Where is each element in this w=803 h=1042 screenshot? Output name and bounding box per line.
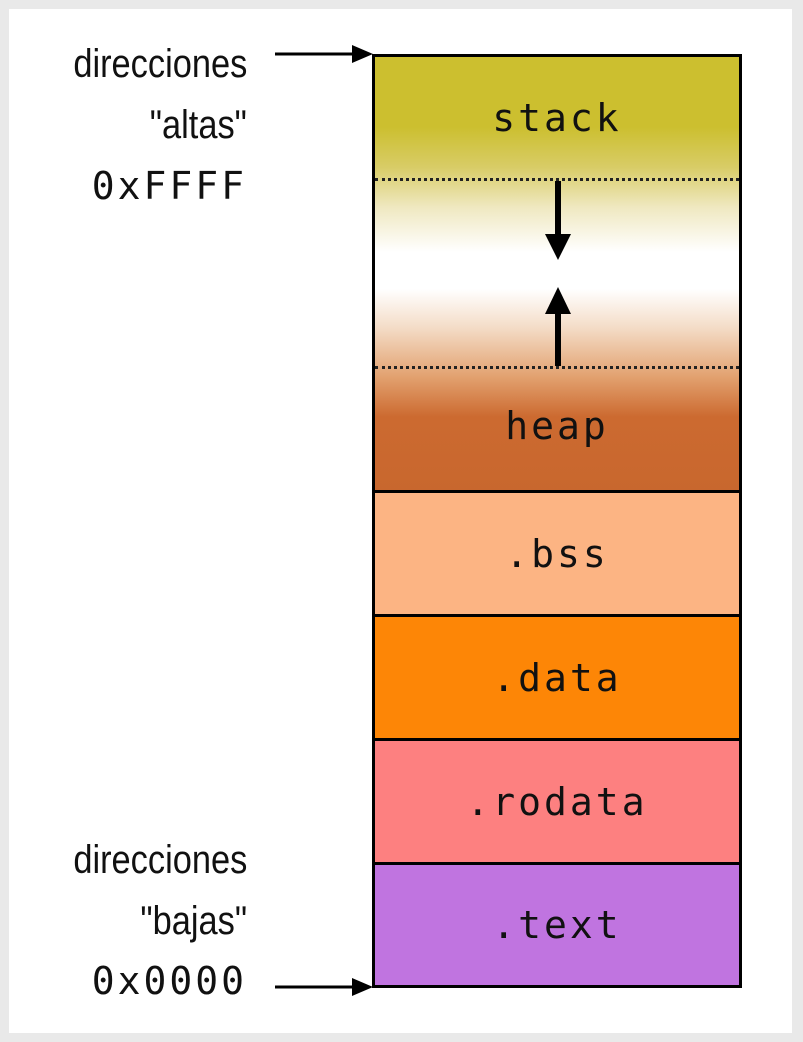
stack-label: stack: [492, 96, 622, 140]
text-segment: .text: [372, 862, 742, 988]
stack-heap-region: [372, 54, 742, 492]
rodata-segment: .rodata: [372, 738, 742, 865]
heap-boundary-line: [375, 366, 739, 369]
high-address-value: 0xFFFF: [91, 164, 247, 208]
data-segment: .data: [372, 614, 742, 741]
bss-label: .bss: [505, 531, 609, 576]
heap-segment: heap: [375, 404, 739, 448]
high-addresses-label-line2: "altas": [149, 103, 247, 147]
heap-growth-up-arrow: [545, 287, 571, 366]
stack-segment: stack: [375, 96, 739, 140]
low-address-pointer-arrow: [275, 978, 373, 996]
heap-label: heap: [505, 404, 609, 448]
high-address-pointer-arrow: [275, 45, 373, 63]
data-label: .data: [492, 655, 622, 700]
low-addresses-label-line2: "bajas": [140, 899, 247, 943]
text-label: .text: [492, 903, 622, 947]
stack-boundary-line: [375, 178, 739, 181]
bss-segment: .bss: [372, 490, 742, 617]
low-address-value: 0x0000: [91, 959, 247, 1003]
high-addresses-label-line1: direcciones: [72, 42, 247, 86]
rodata-label: .rodata: [466, 779, 648, 824]
low-addresses-label-line1: direcciones: [72, 838, 247, 882]
stack-growth-down-arrow: [545, 181, 571, 260]
